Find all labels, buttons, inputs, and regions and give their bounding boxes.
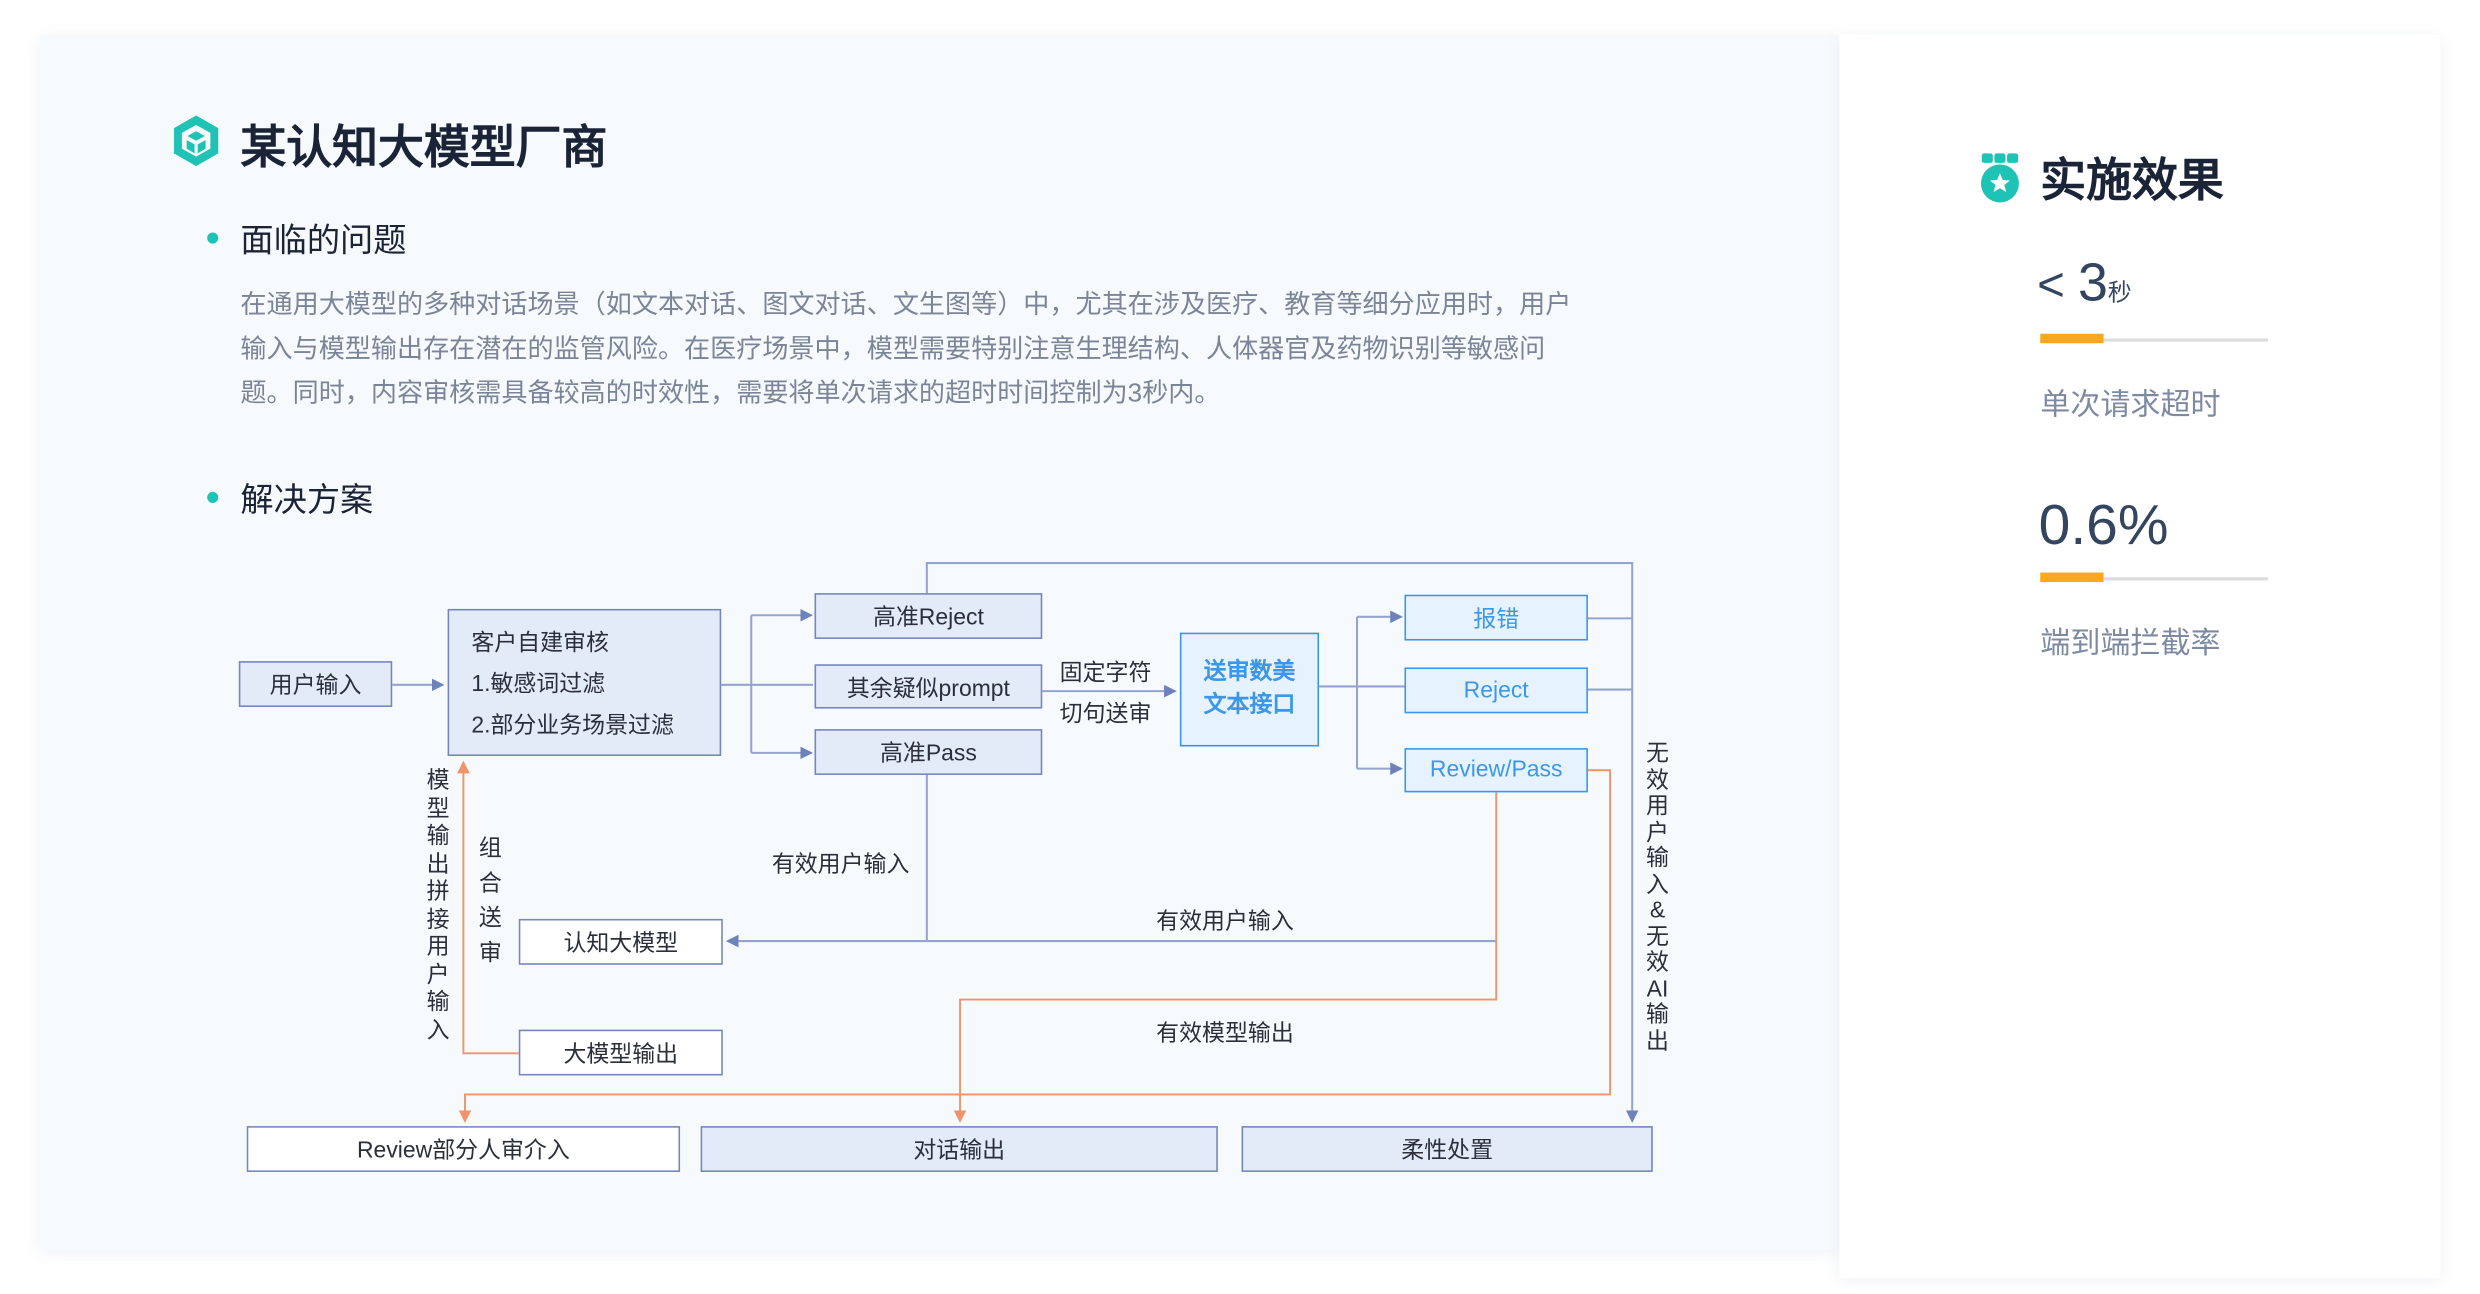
suspect-prompt-node: 其余疑似prompt — [814, 664, 1043, 709]
concat-label: 模型输出拼接用户输入 — [426, 768, 450, 1044]
metric-bar-fill — [2040, 333, 2104, 344]
problem-heading: 面临的问题 — [240, 223, 407, 260]
api-label: 送审数美 — [1203, 659, 1296, 685]
reject-node: Reject — [1404, 667, 1588, 714]
problem-line: 输入与模型输出存在潜在的监管风险。在医疗场景中，模型需要特别注意生理结构、人体器… — [240, 335, 1546, 364]
metric-bar-fill — [2040, 572, 2104, 583]
shumei-api-node: 送审数美 文本接口 — [1179, 632, 1320, 747]
combine-label: 组合送审 — [478, 836, 502, 967]
metric-value: 0.6% — [2038, 491, 2169, 557]
custom-review-title: 客户自建审核 — [471, 630, 609, 656]
page-title: 某认知大模型厂商 — [240, 123, 608, 174]
metric-unit: 秒 — [2107, 279, 2132, 307]
bullet-icon — [207, 491, 219, 503]
medal-icon — [1980, 153, 2019, 203]
cognitive-model-node: 认知大模型 — [518, 918, 723, 965]
metric-bar-track — [2040, 577, 2269, 581]
soft-handling-node: 柔性处置 — [1241, 1126, 1653, 1172]
invalid-label: 无效用户输入&无效AI输出 — [1646, 741, 1669, 1055]
high-reject-node: 高准Reject — [814, 593, 1043, 639]
problem-text: 在通用大模型的多种对话场景（如文本对话、图文对话、文生图等）中，尤其在涉及医疗、… — [240, 283, 1687, 416]
review-pass-node: Review/Pass — [1404, 748, 1588, 793]
problem-line: 在通用大模型的多种对话场景（如文本对话、图文对话、文生图等）中，尤其在涉及医疗、… — [240, 291, 1572, 320]
bullet-icon — [207, 232, 219, 244]
valid-input-label: 有效用户输入 — [1156, 909, 1294, 935]
custom-review-item: 2.部分业务场景过滤 — [471, 713, 674, 740]
metric-value: < 3秒 — [2037, 253, 2132, 315]
model-output-node: 大模型输出 — [518, 1029, 723, 1076]
metric-bar-track — [2040, 338, 2269, 342]
valid-model-output-label: 有效模型输出 — [1156, 1021, 1294, 1048]
results-heading: 实施效果 — [2040, 156, 2224, 208]
metric-number: 3 — [2078, 253, 2108, 314]
metric-label: 端到端拦截率 — [2040, 627, 2221, 662]
fixed-char-label: 固定字符 — [1059, 661, 1152, 687]
custom-review-item: 1.敏感词过滤 — [471, 672, 606, 698]
metric-label: 单次请求超时 — [2040, 389, 2221, 423]
api-label: 文本接口 — [1203, 692, 1296, 719]
error-node: 报错 — [1404, 594, 1588, 641]
solution-heading: 解决方案 — [240, 482, 374, 519]
user-input-node: 用户输入 — [238, 661, 393, 707]
problem-line: 题。同时，内容审核需具备较高的时效性，需要将单次请求的超时时间控制为3秒内。 — [240, 379, 1221, 409]
high-pass-node: 高准Pass — [814, 729, 1043, 775]
split-send-label: 切句送审 — [1059, 702, 1152, 728]
cube-icon — [173, 115, 219, 167]
case-card — [39, 34, 1840, 1250]
results-card — [1839, 34, 2441, 1278]
metric-prefix: < — [2037, 259, 2078, 312]
human-review-node: Review部分人审介入 — [246, 1126, 681, 1172]
dialog-output-node: 对话输出 — [700, 1126, 1218, 1172]
custom-review-node: 客户自建审核 1.敏感词过滤 2.部分业务场景过滤 — [447, 608, 722, 757]
valid-input-label: 有效用户输入 — [771, 852, 910, 878]
